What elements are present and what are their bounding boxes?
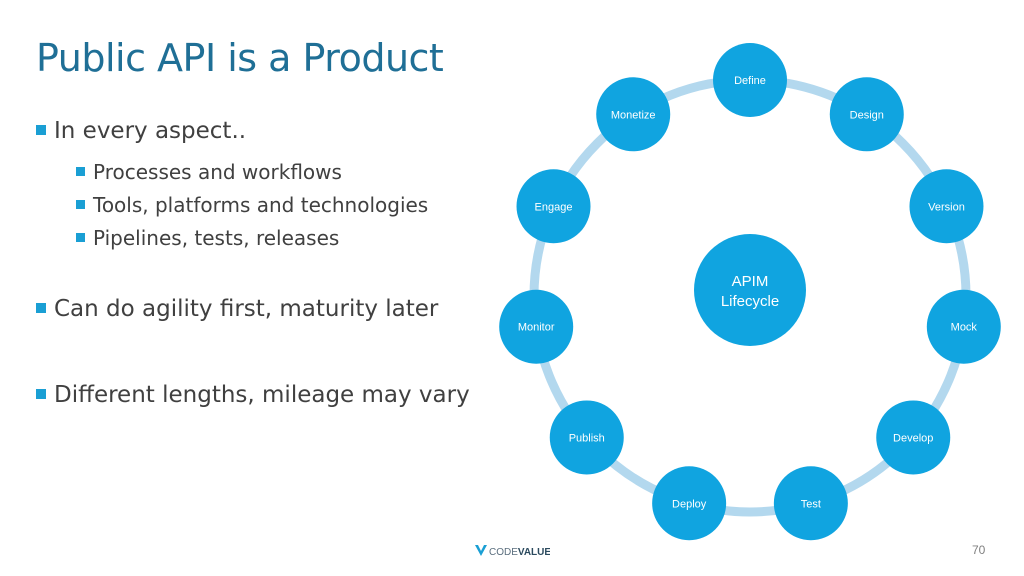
stage-node: [926, 289, 1001, 364]
stage-label: Monetize: [611, 109, 656, 121]
bullet-item: Can do agility first, maturity later: [36, 296, 438, 322]
center-node: [694, 234, 806, 346]
logo-text-code: CODE: [489, 547, 518, 558]
stage-label: Design: [850, 109, 884, 121]
stage-node: [516, 169, 591, 244]
square-bullet-icon: [76, 200, 85, 209]
square-bullet-icon: [36, 388, 46, 399]
stage-label: Deploy: [672, 498, 707, 510]
center-label-line2: Lifecycle: [721, 293, 779, 310]
stage-node: [713, 43, 787, 117]
stage-node: [499, 289, 574, 364]
square-bullet-icon: [36, 302, 46, 313]
stage-node: [596, 77, 671, 152]
bullet-item: In every aspect..: [36, 118, 246, 144]
bullet-text: Can do agility first, maturity later: [54, 296, 439, 322]
stage-label: Define: [734, 75, 766, 87]
stage-label: Version: [928, 201, 965, 213]
stage-node: [829, 77, 904, 152]
logo-mark-icon: [475, 545, 487, 556]
sub-bullet-item: Pipelines, tests, releases: [76, 226, 339, 250]
square-bullet-icon: [36, 124, 46, 135]
square-bullet-icon: [76, 167, 85, 176]
stage-label: Publish: [569, 432, 605, 444]
stage-node: [652, 466, 727, 541]
svg-text:CODEVALUE: CODEVALUE: [489, 547, 550, 558]
page-number: 70: [972, 543, 986, 557]
stage-label: Engage: [535, 201, 573, 213]
sub-bullet-text: Tools, platforms and technologies: [93, 193, 429, 217]
stage-label: Mock: [951, 322, 978, 334]
sub-bullet-item: Processes and workflows: [76, 160, 342, 184]
stage-label: Develop: [893, 432, 933, 444]
stage-node: [549, 400, 624, 475]
sub-bullet-text: Processes and workflows: [93, 160, 342, 184]
slide-title: Public API is a Product: [36, 36, 444, 80]
bullet-text: In every aspect..: [54, 118, 247, 144]
bullet-text: Different lengths, mileage may vary: [54, 382, 470, 408]
logo-text-value: VALUE: [518, 547, 550, 558]
codevalue-logo: CODEVALUE: [475, 545, 550, 558]
bullet-item: Different lengths, mileage may vary: [36, 382, 470, 408]
stage-node: [773, 466, 848, 541]
stage-node: [909, 169, 984, 244]
stage-label: Test: [801, 498, 821, 510]
center-label-line1: APIM: [732, 273, 769, 290]
square-bullet-icon: [76, 233, 85, 242]
stage-node: [876, 400, 951, 475]
sub-bullet-item: Tools, platforms and technologies: [76, 193, 428, 217]
stage-label: Monitor: [518, 322, 555, 334]
sub-bullet-text: Pipelines, tests, releases: [93, 226, 340, 250]
